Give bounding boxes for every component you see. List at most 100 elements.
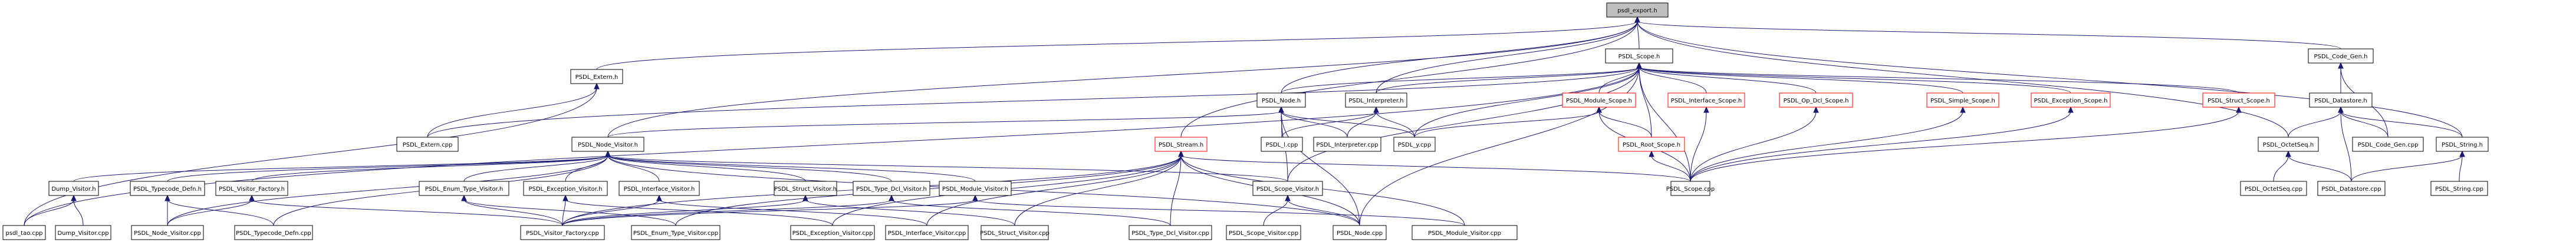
node-psdl-type-dcl-visitor-h[interactable]: PSDL_Type_Dcl_Visitor.h [853,181,930,196]
node-psdl-datastore-cpp[interactable]: PSDL_Datastore.cpp [2317,181,2386,196]
node-box[interactable] [2308,48,2374,64]
node-box[interactable] [1667,92,1745,108]
node-psdl-interface-visitor-h[interactable]: PSDL_Interface_Visitor.h [618,181,700,196]
node-psdl-node-h[interactable]: PSDL_Node.h [1256,92,1306,108]
node-box[interactable] [234,225,313,240]
node-psdl-scope-h[interactable]: PSDL_Scope.h [1605,48,1673,64]
node-psdl-tao-cpp[interactable]: psdl_tao.cpp [2,225,46,240]
node-box[interactable] [1562,92,1636,108]
node-psdl-typecode-defn-h[interactable]: PSDL_Typecode_Defn.h [130,181,205,196]
node-psdl-extern-cpp[interactable]: PSDL_Extern.cpp [396,137,459,152]
node-box[interactable] [2240,181,2307,196]
node-psdl-op-dcl-scope-h[interactable]: PSDL_Op_Dcl_Scope.h [1779,92,1853,108]
node-psdl-string-cpp[interactable]: PSDL_String.cpp [2430,181,2488,196]
node-psdl-y-cpp[interactable]: PSDL_y.cpp [1393,137,1436,152]
node-box[interactable] [2352,137,2424,152]
node-box[interactable] [520,225,605,240]
node-psdl-stream-h[interactable]: PSDL_Stream.h [1154,137,1208,152]
node-psdl-struct-visitor-h[interactable]: PSDL_Struct_Visitor.h [774,181,837,196]
node-psdl-interpreter-cpp[interactable]: PSDL_Interpreter.cpp [1313,137,1381,152]
node-box[interactable] [885,225,969,240]
node-box[interactable] [618,181,700,196]
node-box[interactable] [1313,137,1381,152]
node-psdl-root-scope-h[interactable]: PSDL_Root_Scope.h [1618,137,1685,152]
node-psdl-visitor-factory-cpp[interactable]: PSDL_Visitor_Factory.cpp [520,225,605,240]
node-box[interactable] [774,181,837,196]
node-box[interactable] [419,181,509,196]
node-box[interactable] [631,225,721,240]
node-psdl-interface-scope-h[interactable]: PSDL_Interface_Scope.h [1667,92,1745,108]
node-box[interactable] [1393,137,1436,152]
node-psdl-struct-visitor-cpp[interactable]: PSDL_Struct_Visitor.cpp [980,225,1050,240]
node-psdl-node-visitor-cpp[interactable]: PSDL_Node_Visitor.cpp [131,225,204,240]
node-box[interactable] [939,181,1012,196]
node-box[interactable] [2,225,46,240]
node-psdl-extern-h[interactable]: PSDL_Extern.h [570,69,623,84]
node-box[interactable] [1412,225,1518,240]
node-dump-visitor-h[interactable]: Dump_Visitor.h [48,181,99,196]
node-box[interactable] [1256,92,1306,108]
node-box[interactable] [2258,137,2319,152]
node-psdl-datastore-h[interactable]: PSDL_Datastore.h [2309,92,2373,108]
node-box[interactable] [790,225,875,240]
node-psdl-exception-visitor-h[interactable]: PSDL_Exception_Visitor.h [523,181,608,196]
node-box[interactable] [1779,92,1853,108]
node-box[interactable] [570,69,623,84]
node-psdl-octetseq-h[interactable]: PSDL_OctetSeq.h [2258,137,2319,152]
node-box[interactable] [215,181,288,196]
node-psdl-string-h[interactable]: PSDL_String.h [2436,137,2489,152]
node-box[interactable] [2031,92,2111,108]
node-psdl-enum-type-visitor-h[interactable]: PSDL_Enum_Type_Visitor.h [419,181,509,196]
node-psdl-visitor-factory-h[interactable]: PSDL_Visitor_Factory.h [215,181,288,196]
node-box[interactable] [1129,225,1212,240]
node-box[interactable] [1605,48,1673,64]
node-psdl-struct-scope-h[interactable]: PSDL_Struct_Scope.h [2202,92,2275,108]
node-dump-visitor-cpp[interactable]: Dump_Visitor.cpp [55,225,111,240]
node-psdl-node-visitor-h[interactable]: PSDL_Node_Visitor.h [571,137,644,152]
node-box[interactable] [2436,137,2489,152]
node-psdl-typecode-defn-cpp[interactable]: PSDL_Typecode_Defn.cpp [234,225,313,240]
node-box[interactable] [853,181,930,196]
node-psdl-module-visitor-cpp[interactable]: PSDL_Module_Visitor.cpp [1412,225,1518,240]
node-psdl-exception-scope-h[interactable]: PSDL_Exception_Scope.h [2031,92,2111,108]
node-box[interactable] [1670,181,1710,196]
node-box[interactable] [981,225,1049,240]
node-box[interactable] [1606,2,1669,18]
node-psdl-module-visitor-h[interactable]: PSDL_Module_Visitor.h [939,181,1012,196]
node-box[interactable] [131,225,204,240]
node-psdl-scope-cpp[interactable]: PSDL_Scope.cpp [1666,181,1715,196]
node-psdl-node-cpp[interactable]: PSDL_Node.cpp [1333,225,1387,240]
node-psdl-code-gen-cpp[interactable]: PSDL_Code_Gen.cpp [2352,137,2424,152]
node-psdl-l-cpp[interactable]: PSDL_l.cpp [1261,137,1303,152]
node-box[interactable] [55,225,111,240]
node-box[interactable] [1252,181,1323,196]
node-psdl-export-h[interactable]: psdl_export.h [1606,2,1669,18]
node-box[interactable] [396,137,459,152]
node-box[interactable] [523,181,608,196]
node-psdl-exception-visitor-cpp[interactable]: PSDL_Exception_Visitor.cpp [790,225,875,240]
node-psdl-code-gen-h[interactable]: PSDL_Code_Gen.h [2308,48,2374,64]
node-box[interactable] [130,181,205,196]
node-box[interactable] [1154,137,1208,152]
node-psdl-scope-visitor-h[interactable]: PSDL_Scope_Visitor.h [1252,181,1323,196]
node-box[interactable] [2309,92,2373,108]
node-box[interactable] [1345,92,1407,108]
node-psdl-scope-visitor-cpp[interactable]: PSDL_Scope_Visitor.cpp [1226,225,1301,240]
node-psdl-octetseq-cpp[interactable]: PSDL_OctetSeq.cpp [2240,181,2307,196]
node-psdl-interpreter-h[interactable]: PSDL_Interpreter.h [1345,92,1407,108]
node-psdl-enum-type-visitor-cpp[interactable]: PSDL_Enum_Type_Visitor.cpp [631,225,721,240]
node-box[interactable] [571,137,644,152]
node-box[interactable] [2202,92,2275,108]
node-box[interactable] [1226,225,1301,240]
node-box[interactable] [1926,92,1999,108]
node-box[interactable] [48,181,99,196]
node-box[interactable] [1618,137,1685,152]
node-box[interactable] [2317,181,2386,196]
node-psdl-module-scope-h[interactable]: PSDL_Module_Scope.h [1562,92,1636,108]
node-box[interactable] [2430,181,2488,196]
node-psdl-simple-scope-h[interactable]: PSDL_Simple_Scope.h [1926,92,1999,108]
node-psdl-interface-visitor-cpp[interactable]: PSDL_Interface_Visitor.cpp [885,225,969,240]
node-box[interactable] [1333,225,1387,240]
node-box[interactable] [1261,137,1303,152]
node-psdl-type-dcl-visitor-cpp[interactable]: PSDL_Type_Dcl_Visitor.cpp [1129,225,1212,240]
